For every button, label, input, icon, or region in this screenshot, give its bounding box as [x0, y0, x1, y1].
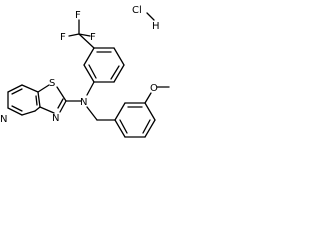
- aryl-to-amine-bond: [86, 81, 95, 96]
- thiazole-ring: [37, 84, 67, 114]
- hydrogen-atom-label: H: [152, 21, 160, 32]
- methoxybenzyl-ring: [114, 102, 156, 138]
- amine-nitrogen-atom-label: N: [80, 97, 87, 108]
- thiazole-nitrogen-atom-label: N: [52, 113, 59, 124]
- pyridine-ring: [7, 84, 41, 116]
- sulfur-atom-label: S: [49, 78, 55, 89]
- hcl-bond: [146, 12, 155, 21]
- cf3-to-ring-bond: [78, 33, 95, 49]
- cf3-bond-left: [68, 33, 80, 37]
- pyridine-nitrogen-atom-label: N: [0, 114, 7, 125]
- fluorine-top-atom-label: F: [75, 10, 81, 21]
- amine-to-ch2-bond: [86, 106, 98, 121]
- fluorine-left-atom-label: F: [60, 32, 66, 43]
- methoxy-c-o-bond: [144, 92, 152, 104]
- trifluoromethylphenyl-ring: [83, 47, 125, 83]
- molecule-structure-diagram: Cl H F F F S N N N O: [0, 5, 170, 138]
- cf3-bond-right: [78, 33, 91, 37]
- fluorine-right-atom-label: F: [90, 32, 96, 43]
- chlorine-atom-label: Cl: [132, 5, 142, 16]
- methoxy-oxygen-atom-label: O: [150, 83, 158, 94]
